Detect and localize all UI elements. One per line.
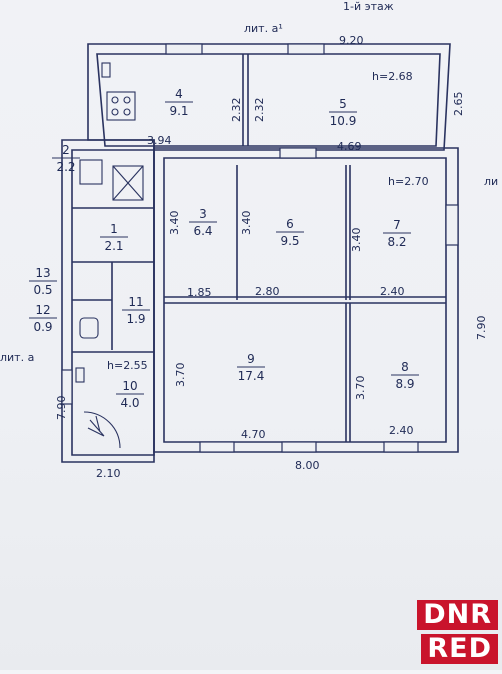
dim-v-232a: 2.32 xyxy=(230,98,243,123)
room-number: 11 xyxy=(128,295,143,309)
room-area: 0.5 xyxy=(33,283,52,297)
left-annex-inner xyxy=(71,149,155,456)
dim-185: 1.85 xyxy=(187,286,212,299)
h-lower-left: h=2.55 xyxy=(107,359,148,372)
room-area: 1.9 xyxy=(126,312,145,326)
dim-v-370b: 3.70 xyxy=(354,376,367,401)
boiler-icon xyxy=(79,159,103,185)
window-left xyxy=(61,369,73,405)
dim-top-total: 9.20 xyxy=(339,34,364,47)
window-top-right xyxy=(287,43,325,55)
room-number: 7 xyxy=(393,218,401,232)
annex-outer-wall xyxy=(87,43,451,151)
window-bottom-1 xyxy=(199,441,235,453)
dim-240b: 2.40 xyxy=(389,424,414,437)
window-main-right xyxy=(445,204,459,246)
room-area: 9.1 xyxy=(169,104,188,118)
watermark-line-2: RED xyxy=(421,634,498,664)
main-inner-wall xyxy=(163,157,447,443)
h-main: h=2.70 xyxy=(388,175,429,188)
room-area: 10.9 xyxy=(330,114,357,128)
dim-470: 4.70 xyxy=(241,428,266,441)
window-main-top xyxy=(279,147,317,159)
stove-burner xyxy=(111,108,119,116)
room-number: 13 xyxy=(35,266,50,280)
dim-210: 2.10 xyxy=(96,467,121,480)
watermark-logo: DNR RED xyxy=(408,600,498,664)
dim-280: 2.80 xyxy=(255,285,280,298)
room-number: 8 xyxy=(401,360,409,374)
room-number: 5 xyxy=(339,97,347,111)
room-area: 0.9 xyxy=(33,320,52,334)
left-annex-outer xyxy=(61,139,155,463)
room-labels: 1 2.1 2 2.2 3 6.4 4 9.1 5 10.9 6 9.5 7 8.2 8 8.9 9 17.4 10… xyxy=(29,87,419,410)
room-number: 6 xyxy=(286,217,294,231)
dim-469: 4.69 xyxy=(337,140,362,153)
radiator-icon-left xyxy=(75,367,85,383)
room-area: 6.4 xyxy=(193,224,212,238)
room-number: 2 xyxy=(62,143,70,157)
room-number: 4 xyxy=(175,87,183,101)
room-number: 3 xyxy=(199,207,207,221)
dim-v-340a: 3.40 xyxy=(168,211,181,236)
window-bottom-3 xyxy=(383,441,419,453)
dim-v-340c: 3.40 xyxy=(350,228,363,253)
chimney-icon xyxy=(112,165,144,201)
shower-spray xyxy=(87,415,105,437)
room-area: 9.5 xyxy=(280,234,299,248)
dim-left-total: 7.90 xyxy=(55,396,68,421)
room-number: 9 xyxy=(247,352,255,366)
stove-burner xyxy=(111,96,119,104)
window-top-left xyxy=(165,43,203,55)
stove-burner xyxy=(123,96,131,104)
room-number: 1 xyxy=(110,222,118,236)
chimney-cross xyxy=(112,165,144,201)
room-number: 12 xyxy=(35,303,50,317)
room-area: 8.9 xyxy=(395,377,414,391)
room-number: 10 xyxy=(122,379,137,393)
dim-240a: 2.40 xyxy=(380,285,405,298)
dim-394: 3.94 xyxy=(147,134,172,147)
shower-icon xyxy=(83,411,121,449)
room-area: 8.2 xyxy=(387,235,406,249)
room-area: 2.1 xyxy=(104,239,123,253)
dim-right-upper: 2.65 xyxy=(452,92,465,117)
stove-icon xyxy=(106,91,136,121)
room-area: 2.2 xyxy=(56,160,75,174)
lit-a1-label: лит. а¹ xyxy=(244,22,283,35)
room-area: 4.0 xyxy=(120,396,139,410)
dim-bottom-total: 8.00 xyxy=(295,459,320,472)
dim-right-total: 7.90 xyxy=(475,316,488,341)
lit-a-label: лит. а xyxy=(0,351,34,364)
dim-v-232b: 2.32 xyxy=(253,98,266,123)
room-area: 17.4 xyxy=(238,369,265,383)
dim-v-340b: 3.40 xyxy=(240,211,253,236)
main-outer-wall xyxy=(153,147,459,453)
radiator-icon xyxy=(101,62,111,78)
lit-right-label: ли xyxy=(484,175,498,188)
window-bottom-2 xyxy=(281,441,317,453)
dim-v-370a: 3.70 xyxy=(174,363,187,388)
watermark-line-1: DNR xyxy=(417,600,498,630)
annex-inner-wall xyxy=(96,53,441,147)
stove-burner xyxy=(123,108,131,116)
h-upper: h=2.68 xyxy=(372,70,413,83)
sink-icon xyxy=(79,317,99,339)
floor-label: 1-й этаж xyxy=(343,0,394,13)
